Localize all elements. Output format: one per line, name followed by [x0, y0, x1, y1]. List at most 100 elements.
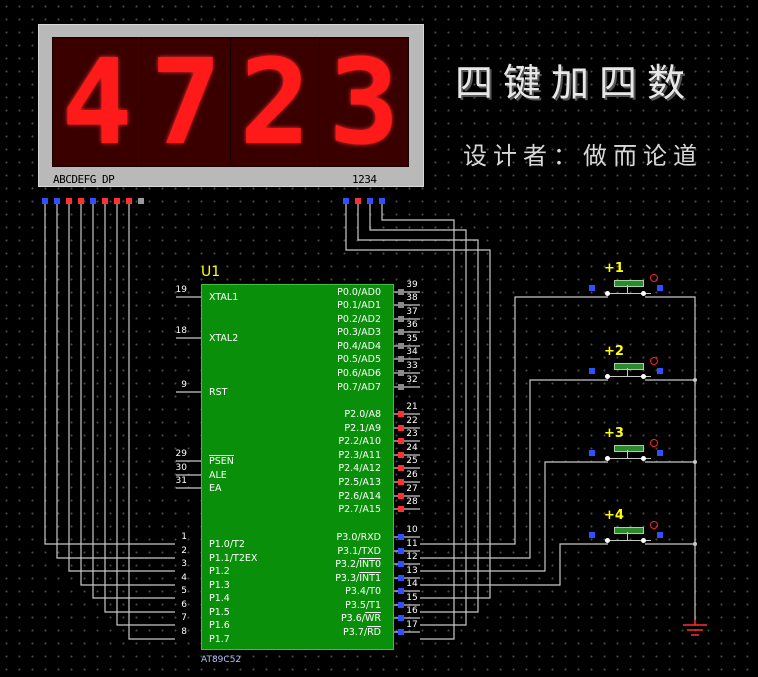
chip-pin-label: P0.5/AD5: [337, 354, 381, 365]
pin-terminal: [398, 343, 404, 349]
chip-pin-label: P3.1/TXD: [337, 546, 381, 557]
chip-pin-number: 18: [175, 326, 187, 336]
pin-terminal: [398, 602, 404, 608]
pin-terminal: [398, 506, 404, 512]
chip-pin-number: 19: [175, 285, 187, 295]
chip-pin-number: 4: [181, 573, 187, 583]
display-digit-1: 4: [52, 37, 142, 167]
button-contact: [605, 376, 651, 377]
chip-pin-number: 7: [181, 613, 187, 623]
pin-terminal: [398, 316, 404, 322]
chip-pin-label: P1.2: [209, 566, 230, 577]
chip-pin-number: 26: [406, 470, 418, 480]
chip-pin-number: 10: [406, 525, 418, 535]
pin-terminal: [398, 465, 404, 471]
chip-pin-number: 34: [406, 347, 418, 357]
chip-pin-label: P1.3: [209, 580, 230, 591]
button-stem: [627, 532, 628, 540]
button-cap[interactable]: [614, 445, 644, 452]
button-terminal: [605, 291, 610, 296]
button-terminal: [641, 291, 646, 296]
actuator-indicator-icon[interactable]: [650, 357, 658, 365]
push-button-1[interactable]: +1: [589, 261, 670, 307]
chip-pin-number: 6: [181, 600, 187, 610]
button-terminal: [605, 374, 610, 379]
chip-pin-label: P1.1/T2EX: [209, 553, 258, 564]
chip-pin-label: P1.0/T2: [209, 539, 245, 550]
pin-terminal: [398, 384, 404, 390]
button-contact: [605, 458, 651, 459]
chip-pin-number: 2: [181, 546, 187, 556]
button-terminal: [641, 456, 646, 461]
pin-terminal: [398, 411, 404, 417]
chip-part-number: AT89C52: [201, 655, 242, 665]
button-cap[interactable]: [614, 527, 644, 534]
push-button-4[interactable]: +4: [589, 508, 670, 554]
pin-terminal: [398, 629, 404, 635]
push-button-3[interactable]: +3: [589, 426, 670, 472]
chip-pin-number: 21: [406, 402, 418, 412]
push-button-label: +4: [604, 508, 624, 523]
chip-pin-number: 32: [406, 375, 418, 385]
chip-pin-label: P0.3/AD3: [337, 327, 381, 338]
button-contact: [605, 540, 651, 541]
chip-pin-number: 14: [406, 579, 418, 589]
chip-pin-label: P0.0/AD0: [337, 287, 381, 298]
pin-terminal: [398, 370, 404, 376]
push-button-label: +1: [604, 261, 624, 276]
chip-pin-label: P3.6/WR: [340, 613, 381, 624]
chip-pin-number: 39: [406, 280, 418, 290]
chip-pin-number: 28: [406, 497, 418, 507]
chip-pin-label: XTAL1: [209, 292, 239, 303]
chip-pin-label: P0.7/AD7: [337, 382, 381, 393]
button-stem: [627, 368, 628, 376]
segment-pin-label: ABCDEFG DP: [53, 173, 115, 186]
chip-pin-label: P2.3/A11: [338, 450, 381, 461]
chip-pin-label: P1.4: [209, 593, 230, 604]
digit-value: 3: [328, 33, 400, 171]
chip-pin-number: 35: [406, 334, 418, 344]
chip-pin-label: P2.7/A15: [338, 504, 381, 515]
pin-terminal: [398, 615, 404, 621]
pin-terminal: [398, 561, 404, 567]
chip-pin-number: 5: [181, 586, 187, 596]
chip-pin-label: P2.1/A9: [344, 423, 381, 434]
pin-terminal: [657, 450, 663, 456]
actuator-indicator-icon[interactable]: [650, 274, 658, 282]
chip-pin-label: P2.5/A13: [338, 477, 381, 488]
actuator-indicator-icon[interactable]: [650, 439, 658, 447]
button-contact: [605, 293, 651, 294]
chip-pin-number: 33: [406, 361, 418, 371]
push-button-label: +3: [604, 426, 624, 441]
button-stem: [627, 285, 628, 293]
chip-pin-label: P3.2/INT0: [335, 559, 381, 570]
chip-pin-number: 9: [181, 380, 187, 390]
button-cap[interactable]: [614, 280, 644, 287]
chip-pin-label: P0.2/AD2: [337, 314, 381, 325]
pin-terminal: [398, 534, 404, 540]
pin-terminal: [589, 450, 595, 456]
display-digit-4: 3: [319, 37, 409, 167]
chip-pin-number: 36: [406, 320, 418, 330]
chip-pin-label: EA: [209, 483, 222, 494]
actuator-indicator-icon[interactable]: [650, 521, 658, 529]
digit-value: 7: [150, 33, 222, 171]
chip-pin-number: 30: [175, 463, 187, 473]
chip-pin-label: P3.7/RD: [343, 627, 381, 638]
chip-pin-label: P2.4/A12: [338, 463, 381, 474]
pin-terminal: [398, 438, 404, 444]
chip-pin-label: P0.4/AD4: [337, 341, 381, 352]
pin-terminal: [398, 575, 404, 581]
ground-icon: [683, 620, 707, 636]
pin-terminal: [398, 588, 404, 594]
pin-terminal: [398, 479, 404, 485]
chip-pin-label: P2.2/A10: [338, 436, 381, 447]
push-button-2[interactable]: +2: [589, 344, 670, 390]
chip-pin-label: P3.4/T0: [345, 586, 381, 597]
chip-pin-number: 11: [406, 539, 418, 549]
chip-pin-number: 1: [181, 532, 187, 542]
button-cap[interactable]: [614, 363, 644, 370]
button-terminal: [641, 538, 646, 543]
button-terminal: [641, 374, 646, 379]
